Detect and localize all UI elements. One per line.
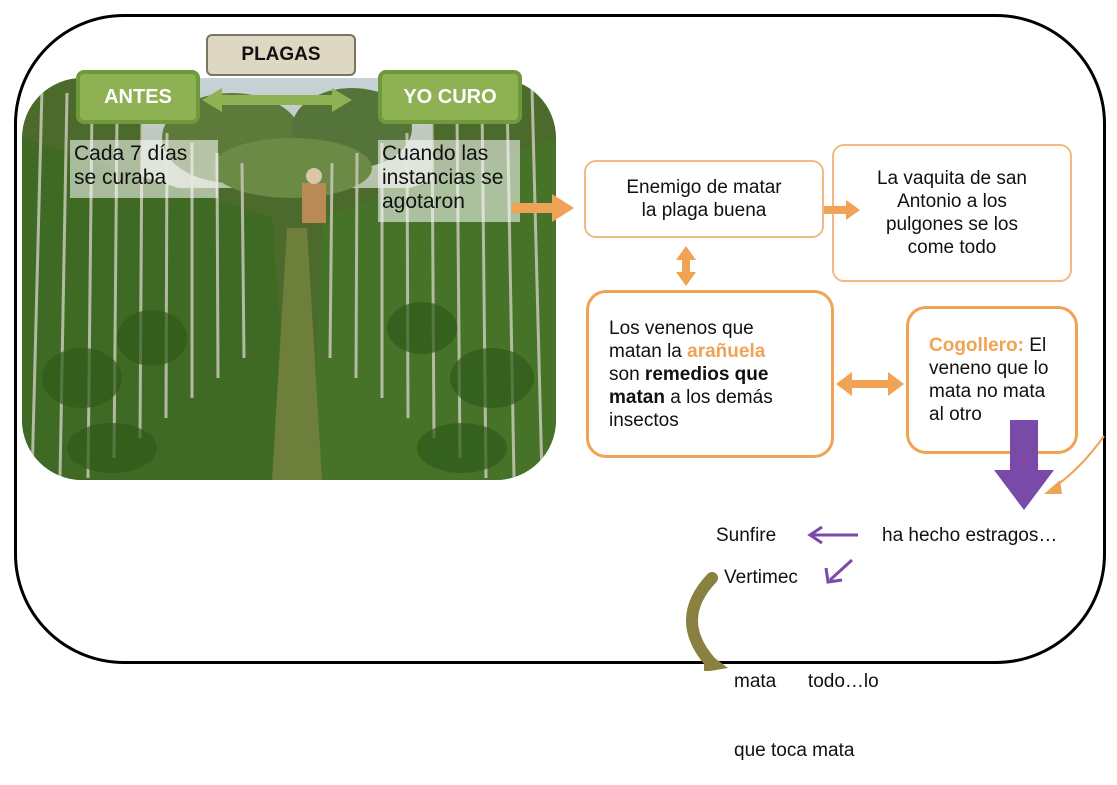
antes-caption: Cada 7 días se curaba [70, 140, 218, 198]
venenos-cogollero-arrow [836, 372, 904, 396]
plagas-double-arrow [202, 88, 352, 112]
connector-layer [202, 88, 1105, 671]
plagas-label: PLAGAS [206, 34, 356, 76]
estragos-to-sunfire-arrow [807, 525, 858, 545]
outer-frame [14, 14, 1106, 664]
vertimec-label: Vertimec [724, 567, 798, 588]
vertimec-curve-arrow [686, 572, 718, 670]
estragos-label: ha hecho estragos… [882, 525, 1058, 546]
yocuro-to-enemigo-arrow [512, 194, 574, 222]
yocuro-caption: Cuando las instancias se agotaron [378, 140, 520, 222]
cogollero-box: Cogollero: El veneno que lo mata no mata… [906, 306, 1078, 454]
antes-box: ANTES [76, 70, 200, 124]
enemigo-to-vaquita-arrow [824, 200, 860, 220]
enemigo-to-venenos-arrow [676, 246, 696, 286]
venenos-box: Los venenos que matan la arañuela son re… [586, 290, 834, 458]
vertimec-curve-arrowhead [704, 650, 728, 671]
cogollero-curve-arrowhead [1044, 480, 1062, 494]
sunfire-label: Sunfire [716, 525, 777, 546]
estragos-to-vertimec-arrow [824, 558, 854, 584]
cogollero-down-arrow [994, 420, 1054, 510]
yocuro-box: YO CURO [378, 70, 522, 124]
